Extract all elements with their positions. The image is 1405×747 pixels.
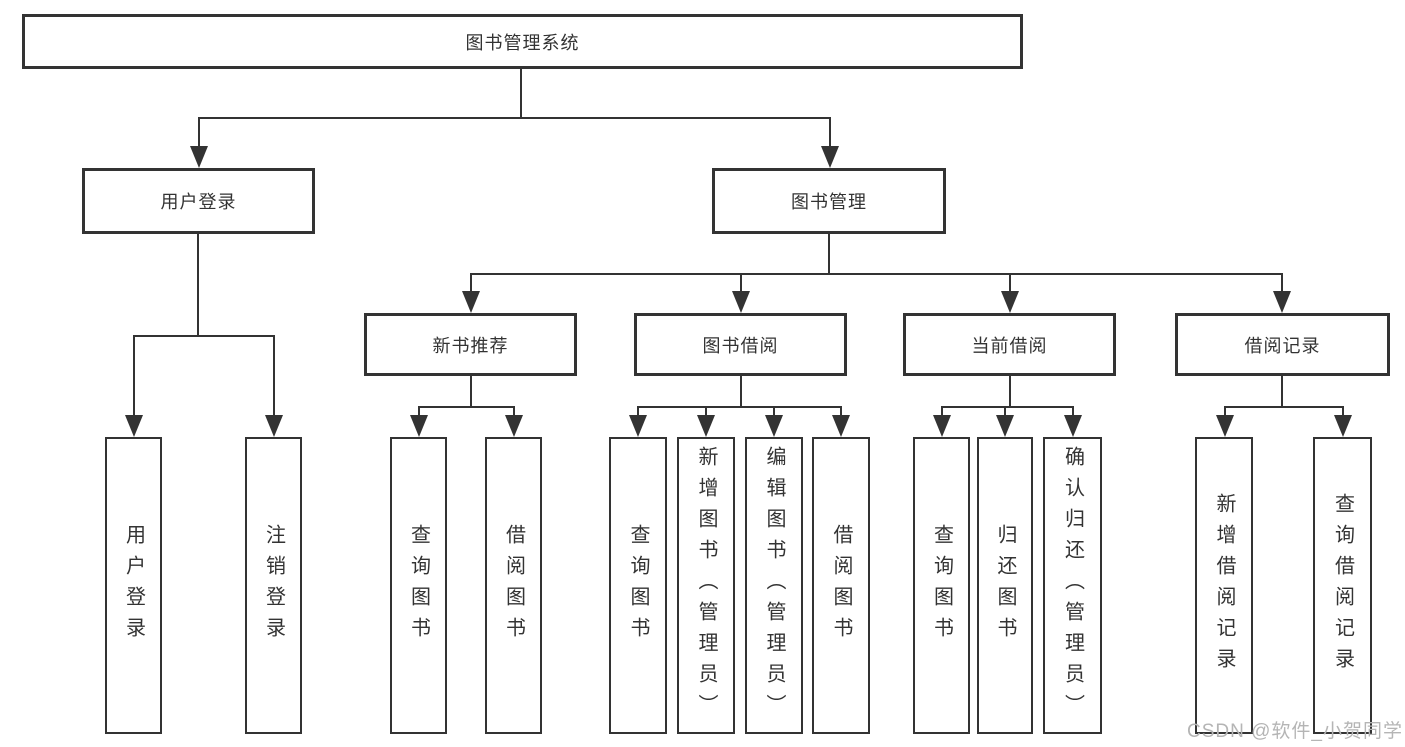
arrowhead-icon bbox=[462, 291, 480, 313]
leaf-label: 新增图书（管理员） bbox=[695, 446, 717, 725]
arrowhead-icon bbox=[697, 415, 715, 437]
arrowhead-icon bbox=[1001, 291, 1019, 313]
connector-shaft bbox=[273, 335, 275, 415]
connector-shaft bbox=[198, 117, 200, 146]
connector-root-stub bbox=[520, 69, 522, 117]
connector-shaft bbox=[740, 273, 742, 293]
arrowhead-icon bbox=[933, 415, 951, 437]
connector-hline bbox=[1224, 406, 1344, 408]
connector-stub bbox=[197, 234, 199, 335]
connector-shaft bbox=[1224, 406, 1226, 417]
leaf-borrow-books: 借阅图书 bbox=[812, 437, 870, 734]
connector-stub bbox=[1281, 376, 1283, 406]
leaf-label: 归还图书 bbox=[994, 523, 1016, 648]
leaf-logout: 注销登录 bbox=[245, 437, 302, 734]
leaf-label: 查询借阅记录 bbox=[1331, 492, 1354, 679]
leaf-label: 确认归还（管理员） bbox=[1061, 446, 1084, 725]
connector-hline bbox=[941, 406, 1074, 408]
connector-shaft bbox=[1072, 406, 1074, 417]
node-borrow-records: 借阅记录 bbox=[1175, 313, 1390, 376]
leaf-borrow-books-recommend: 借阅图书 bbox=[485, 437, 542, 734]
leaf-query-books-borrow: 查询图书 bbox=[609, 437, 667, 734]
node-current-borrow: 当前借阅 bbox=[903, 313, 1116, 376]
node-book-borrow: 图书借阅 bbox=[634, 313, 847, 376]
node-root-library-system: 图书管理系统 bbox=[22, 14, 1023, 69]
connector-shaft bbox=[1281, 273, 1283, 293]
node-label: 图书借阅 bbox=[702, 335, 779, 356]
connector-shaft bbox=[773, 406, 775, 417]
arrowhead-icon bbox=[1273, 291, 1291, 313]
leaf-label: 查询图书 bbox=[407, 523, 430, 648]
connector-shaft bbox=[418, 406, 420, 417]
node-label: 当前借阅 bbox=[971, 335, 1048, 356]
connector-hline bbox=[133, 335, 275, 337]
leaf-label: 查询图书 bbox=[930, 523, 953, 648]
connector-root-hline bbox=[198, 117, 831, 119]
leaf-return-books: 归还图书 bbox=[977, 437, 1033, 734]
node-book-management: 图书管理 bbox=[712, 168, 946, 234]
arrowhead-icon bbox=[125, 415, 143, 437]
arrowhead-icon bbox=[732, 291, 750, 313]
arrowhead-icon bbox=[996, 415, 1014, 437]
arrowhead-icon bbox=[832, 415, 850, 437]
connector-shaft bbox=[1004, 406, 1006, 417]
connector-shaft bbox=[840, 406, 842, 417]
connector-shaft bbox=[829, 117, 831, 146]
arrowhead-icon bbox=[821, 146, 839, 168]
connector-shaft bbox=[1009, 273, 1011, 293]
connector-shaft bbox=[941, 406, 943, 417]
connector-shaft bbox=[705, 406, 707, 417]
watermark: CSDN @软件_小贺同学 bbox=[1187, 721, 1403, 742]
arrowhead-icon bbox=[1216, 415, 1234, 437]
arrowhead-icon bbox=[410, 415, 428, 437]
connector-shaft bbox=[133, 335, 135, 415]
arrowhead-icon bbox=[505, 415, 523, 437]
node-label: 借阅记录 bbox=[1244, 335, 1321, 356]
connector-shaft bbox=[470, 273, 472, 293]
arrowhead-icon bbox=[190, 146, 208, 168]
connector-hline bbox=[637, 406, 842, 408]
leaf-label: 注销登录 bbox=[262, 523, 285, 648]
leaf-confirm-return-admin: 确认归还（管理员） bbox=[1043, 437, 1102, 734]
connector-hline bbox=[470, 273, 1283, 275]
arrowhead-icon bbox=[265, 415, 283, 437]
connector-shaft bbox=[637, 406, 639, 417]
leaf-user-login: 用户登录 bbox=[105, 437, 162, 734]
connector-stub bbox=[1009, 376, 1011, 406]
node-user-login: 用户登录 bbox=[82, 168, 315, 234]
leaf-query-books-recommend: 查询图书 bbox=[390, 437, 447, 734]
leaf-query-borrow-record: 查询借阅记录 bbox=[1313, 437, 1372, 734]
leaf-label: 借阅图书 bbox=[830, 523, 852, 648]
leaf-query-books-current: 查询图书 bbox=[913, 437, 970, 734]
connector-stub bbox=[828, 234, 830, 273]
node-label: 用户登录 bbox=[160, 192, 237, 212]
node-label: 新书推荐 bbox=[432, 335, 509, 356]
leaf-edit-books-admin: 编辑图书（管理员） bbox=[745, 437, 803, 734]
arrowhead-icon bbox=[629, 415, 647, 437]
node-label: 图书管理系统 bbox=[465, 32, 580, 53]
leaf-add-borrow-record: 新增借阅记录 bbox=[1195, 437, 1253, 734]
connector-shaft bbox=[1342, 406, 1344, 417]
leaf-label: 用户登录 bbox=[122, 523, 145, 648]
arrowhead-icon bbox=[1064, 415, 1082, 437]
arrowhead-icon bbox=[1334, 415, 1352, 437]
leaf-label: 查询图书 bbox=[627, 523, 649, 648]
connector-stub bbox=[740, 376, 742, 406]
connector-shaft bbox=[513, 406, 515, 417]
connector-stub bbox=[470, 376, 472, 406]
arrowhead-icon bbox=[765, 415, 783, 437]
leaf-label: 新增借阅记录 bbox=[1213, 492, 1235, 679]
node-label: 图书管理 bbox=[791, 192, 867, 212]
leaf-label: 编辑图书（管理员） bbox=[763, 446, 785, 725]
connector-hline bbox=[418, 406, 515, 408]
leaf-add-books-admin: 新增图书（管理员） bbox=[677, 437, 735, 734]
leaf-label: 借阅图书 bbox=[502, 523, 525, 648]
node-new-book-recommend: 新书推荐 bbox=[364, 313, 577, 376]
